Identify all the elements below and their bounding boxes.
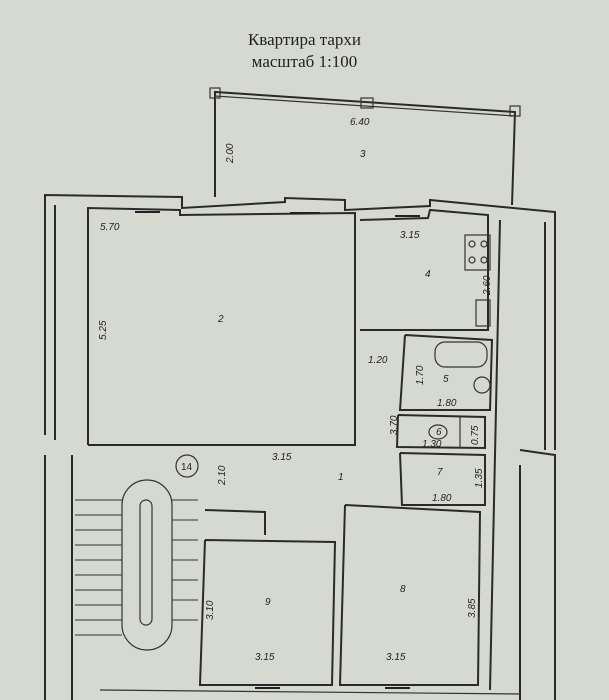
balcony-room-3 (209, 87, 521, 206)
room-2-bottom: 3.15 (272, 452, 292, 463)
room-3-width: 6.40 (350, 117, 370, 128)
room-8 (338, 504, 482, 686)
room-2 (87, 206, 356, 446)
room-9-number: 9 (265, 597, 271, 608)
room-5-depth: 1.70 (415, 365, 426, 385)
room-4-width: 3.15 (400, 230, 420, 241)
room-4-depth: 2.60 (482, 275, 493, 296)
room-6 (395, 414, 486, 450)
room-7-depth: 1.35 (474, 468, 485, 488)
room-2-length: 5.25 (98, 320, 109, 340)
windows (135, 211, 420, 689)
toilet-icon (428, 424, 448, 440)
sink-icon (475, 299, 491, 327)
room-5-number: 5 (443, 374, 449, 385)
outer-walls (44, 193, 556, 700)
room-2-width: 5.70 (100, 222, 120, 233)
room-2-number: 2 (217, 314, 224, 325)
staircase (75, 454, 199, 651)
plan-scale: масштаб 1:100 (251, 52, 358, 71)
washbasin-icon (473, 376, 491, 394)
room-5 (398, 334, 494, 411)
room-8-number: 8 (400, 584, 406, 595)
room-8-width: 3.15 (386, 652, 406, 663)
room-7-number: 7 (437, 467, 443, 478)
room-9-length: 3.10 (205, 600, 216, 620)
room-7 (399, 452, 486, 506)
stair-number: 14 (181, 462, 193, 473)
room-7-width: 1.80 (432, 493, 452, 504)
stove-icon (464, 234, 491, 271)
room-3-depth: 2.00 (225, 143, 236, 164)
room-6-width: 1.30 (422, 439, 442, 450)
room-1-dim-c: 2.10 (217, 465, 228, 486)
room-4 (359, 208, 491, 331)
room-1-dim-b: 3.70 (389, 415, 400, 435)
room-1-dim-a: 1.20 (368, 355, 388, 366)
plan-title: Квартира тархи (247, 30, 362, 49)
room-4-number: 4 (425, 269, 431, 280)
room-3-number: 3 (360, 149, 366, 160)
room-1-number: 1 (338, 472, 344, 483)
bathtub-icon (434, 341, 488, 368)
room-6-number: 6 (436, 427, 442, 438)
room-5-width: 1.80 (437, 398, 457, 409)
room-9 (198, 509, 337, 686)
room-6-depth: 0.75 (470, 425, 481, 445)
room-8-length: 3.85 (467, 598, 478, 618)
room-9-width: 3.15 (255, 652, 275, 663)
